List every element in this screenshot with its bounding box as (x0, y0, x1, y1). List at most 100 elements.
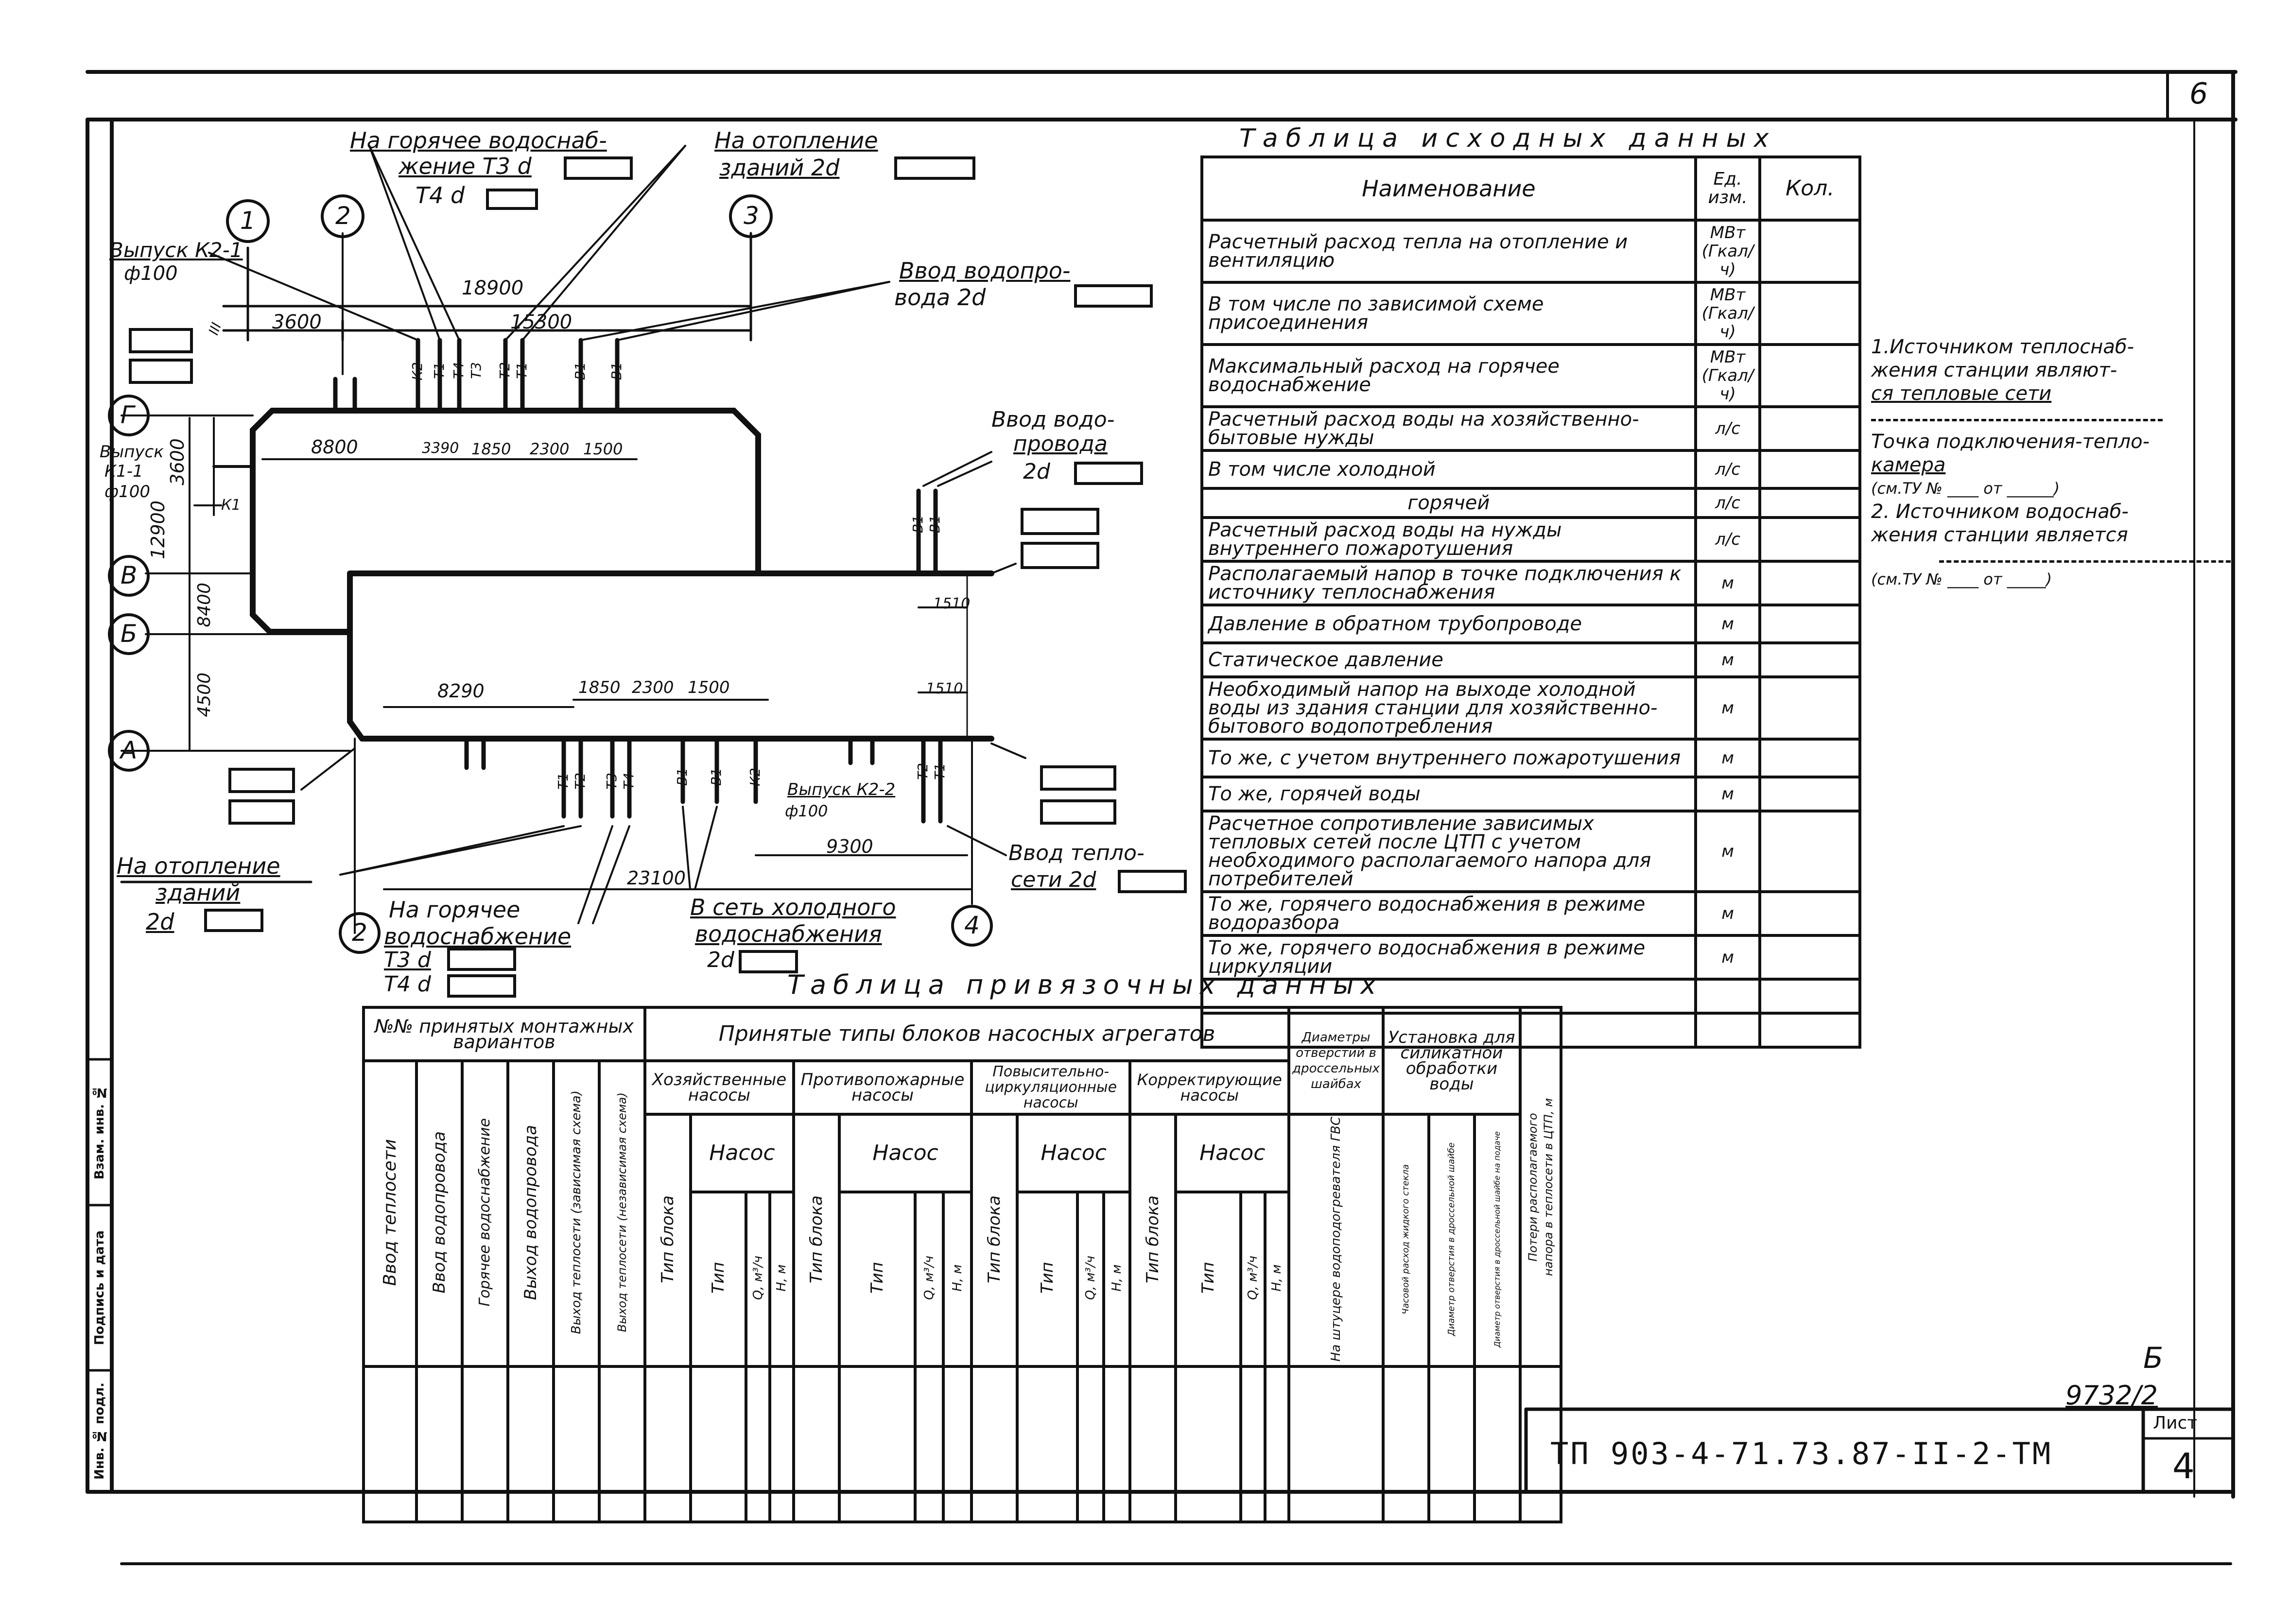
group-pumps: Принятые типы блоков насосных агрегатов (643, 1006, 1291, 1062)
col-loss: Потери располагаемого напора в теплосети… (1519, 1006, 1562, 1368)
blank-box (894, 156, 975, 180)
label-heating-top-2: зданий 2d (719, 155, 840, 181)
pipe-label: Т1 (514, 362, 530, 379)
label-water-in-right-1: Ввод водо- (991, 407, 1115, 432)
label-heat-in-2: сети 2d (1011, 867, 1096, 892)
pump-group-3: Корректирующие насосы (1128, 1059, 1291, 1116)
label-water-in-top-2: вода 2d (894, 284, 986, 311)
row-name: Необходимый напор на выходе холодной вод… (1200, 675, 1697, 741)
label-water-in-right-3: 2d (1023, 459, 1050, 484)
dim-2300-top: 2300 (530, 440, 570, 458)
row-qty (1758, 776, 1861, 812)
dim-1850-bottom: 1850 (578, 678, 621, 697)
blank-box (228, 799, 295, 825)
note-line: Точка подключения-тепло- (1871, 431, 2150, 453)
sheet-corner-number: 6 (2189, 77, 2208, 111)
row-name: горячей (1200, 487, 1697, 519)
source-table: Наименование Ед. изм. Кол. Расчетный рас… (1200, 155, 1861, 1049)
col-variant-4: Выход теплосети (зависимая схема) (552, 1059, 601, 1368)
binding-table: №№ принятых монтажных вариантов Принятые… (362, 1006, 1562, 1523)
pipe-label: Т3 (468, 362, 484, 379)
source-table-row: Располагаемый напор в точке подключения … (1200, 560, 1861, 606)
label-outlet-k2-1-a: Выпуск К2-1 (109, 238, 243, 262)
col-q-2: Q, м³/ч (1076, 1190, 1106, 1368)
blank-box (1021, 542, 1099, 569)
label-water-in-right-2: провода (1013, 432, 1108, 456)
pump-group-0: Хозяйственные насосы (643, 1059, 795, 1116)
row-unit: МВт (Гкал/ч) (1694, 281, 1762, 346)
row-name: Расчетное сопротивление зависимых теплов… (1200, 810, 1697, 893)
source-table-row: Максимальный расход на горячее водоснабж… (1200, 343, 1861, 408)
row-name: Максимальный расход на горячее водоснабж… (1200, 343, 1697, 408)
group-orifice: Диаметры отверстий в дроссельных шайбах (1287, 1006, 1385, 1116)
dim-23100: 23100 (627, 867, 686, 889)
dim-vertical-3600: 3600 (167, 438, 188, 485)
label-water-in-top-1: Ввод водопро- (899, 258, 1071, 284)
row-unit (1694, 1012, 1762, 1049)
col-block-type-0: Тип блока (643, 1113, 692, 1368)
col-type-3: Тип (1174, 1190, 1242, 1368)
row-qty (1758, 675, 1861, 741)
row-unit: МВт (Гкал/ч) (1694, 343, 1762, 408)
col-silicate-2: Диаметр отверстия в дроссельной шайбе на… (1473, 1113, 1522, 1368)
note-line-tu: (см.ТУ № ____ от ______) (1871, 479, 2060, 498)
source-table-row: Расчетное сопротивление зависимых теплов… (1200, 810, 1861, 893)
label-hot-water-bottom-2: водоснабжение (384, 923, 572, 950)
row-qty (1758, 978, 1861, 1015)
side-label-inv: Инв. № подл. (92, 1382, 107, 1480)
note-line-blank (1939, 547, 2231, 563)
dim-8800: 8800 (311, 436, 358, 458)
label-outlet-k2-2-b: ф100 (785, 802, 828, 820)
note-line: ся тепловые сети (1871, 382, 2052, 405)
source-table-row: То же, горячего водоснабжения в режиме ц… (1200, 934, 1861, 981)
source-table-row: Расчетный расход воды на нужды внутренне… (1200, 516, 1861, 563)
source-table-row: Расчетный расход воды на хозяйственно-бы… (1200, 405, 1861, 452)
col-h-1: H, м (942, 1190, 973, 1368)
pipe-label: Т1 (932, 763, 948, 780)
dim-1500-top: 1500 (583, 440, 623, 458)
pipe-label: В1 (708, 768, 724, 786)
source-table-row: То же, с учетом внутреннего пожаротушени… (1200, 738, 1861, 778)
source-table-row: Расчетный расход тепла на отопление и ве… (1200, 219, 1861, 284)
label-heating-bottom-3: 2d (146, 909, 174, 935)
label-heating-bottom-1: На отопление (117, 853, 280, 879)
col-block-type-2: Тип блока (970, 1113, 1019, 1368)
blank-box (1040, 799, 1116, 825)
label-outlet-k2-1-b: ф100 (124, 262, 178, 285)
note-line: жения станции является (1871, 524, 2128, 546)
row-unit: м (1694, 890, 1762, 937)
row-unit: л/с (1694, 487, 1762, 519)
col-h-0: H, м (768, 1190, 795, 1368)
label-outlet-k2-2-a: Выпуск К2-2 (787, 780, 896, 799)
note-line: жения станции являют- (1871, 359, 2117, 381)
blank-box (129, 328, 193, 353)
blank-box (129, 359, 193, 384)
row-name: Располагаемый напор в точке подключения … (1200, 560, 1697, 606)
col-variant-3: Выход водопровода (506, 1059, 555, 1368)
label-outlet-k1-a: Выпуск (100, 442, 164, 462)
blank-box (228, 768, 295, 793)
blank-box (1074, 284, 1153, 308)
row-qty (1758, 890, 1861, 937)
row-unit: л/с (1694, 405, 1762, 452)
note-line-blank (1871, 405, 2163, 421)
col-silicate-1: Диаметр отверстия в дроссельной шайбе (1427, 1113, 1476, 1368)
header-unit: Ед. изм. (1694, 155, 1762, 222)
label-hot-water-bottom-1: На горячее (389, 897, 520, 923)
label-outlet-k1-b: К1-1 (104, 462, 143, 481)
note-line: 2. Источником водоснаб- (1871, 501, 2129, 523)
pipe-label: Т3 (604, 773, 620, 790)
row-name: В том числе по зависимой схеме присоедин… (1200, 281, 1697, 346)
row-name: То же, горячей воды (1200, 776, 1697, 812)
row-unit: м (1694, 641, 1762, 678)
pipe-label: Т2 (915, 763, 931, 780)
col-orifice: На штуцере водоподогревателя ГВС (1287, 1113, 1385, 1368)
binding-empty-row (362, 1365, 1562, 1523)
binding-table-title: Таблица привязочных данных (787, 969, 1383, 1000)
col-pump-1: Насос (837, 1113, 973, 1193)
pipe-label: К2 (409, 362, 425, 380)
